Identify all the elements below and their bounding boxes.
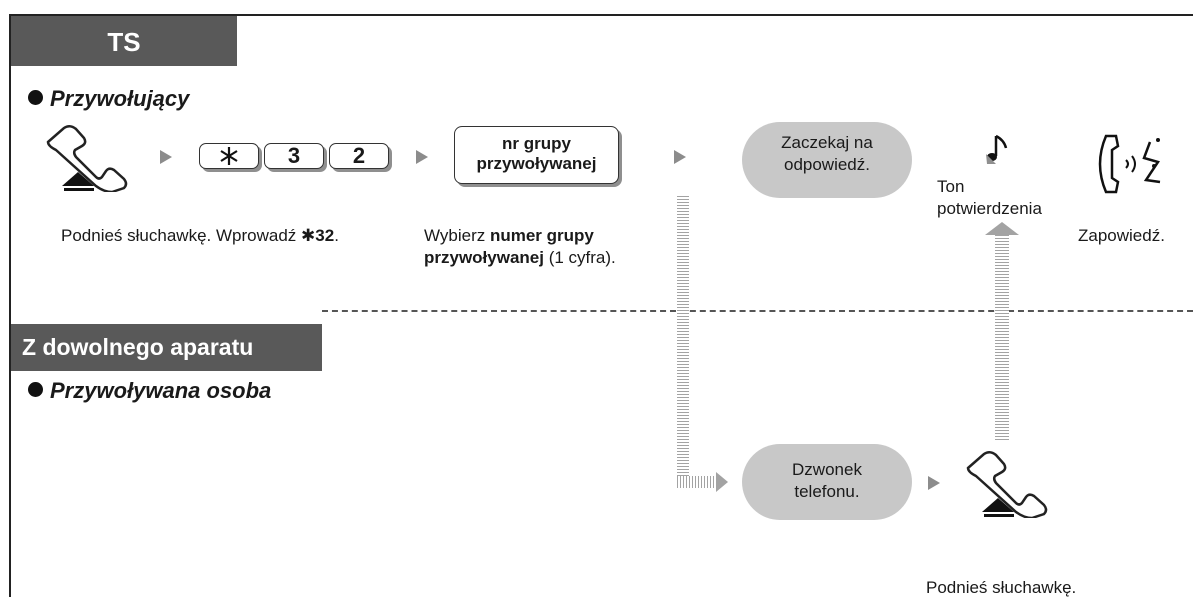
speaking-phone-icon (1098, 134, 1161, 194)
any-phone-tab: Z dowolnego aparatu (11, 324, 322, 371)
star-key (199, 143, 259, 169)
arrow-right-icon (160, 150, 172, 164)
arrow-right-icon (416, 150, 428, 164)
hatched-connector (677, 196, 689, 480)
music-note-icon (986, 134, 1008, 164)
enter-code-caption: Wprowadź ✱32. (216, 226, 339, 245)
select-group-caption: Wybierz numer grupy przywoływanej (1 cyf… (424, 226, 616, 267)
group-number-key: nr grupy przywoływanej (454, 126, 619, 184)
hatched-arrow-icon (985, 222, 1019, 235)
paged-lift-handset-caption: Podnieś słuchawkę. (926, 578, 1077, 597)
handset-offhook-icon (966, 451, 1048, 518)
paged-section-title: Przywoływana osoba (28, 378, 271, 404)
ts-tab: TS (11, 16, 237, 66)
bullet-icon (28, 90, 43, 105)
hatched-connector (677, 476, 717, 488)
arrow-right-icon (928, 476, 940, 490)
handset-offhook-icon (46, 125, 128, 192)
star-key-icon (220, 147, 238, 165)
ring-bubble: Dzwonek telefonu. (742, 444, 912, 520)
caller-section-title: Przywołujący (28, 86, 189, 112)
hatched-connector (995, 235, 1009, 440)
key-2: 2 (329, 143, 389, 169)
section-divider (322, 310, 1193, 312)
arrow-right-icon (674, 150, 686, 164)
diagram-frame (9, 14, 1193, 597)
tone-label: Ton potwierdzenia (937, 177, 1042, 218)
wait-bubble: Zaczekaj na odpowiedź. (742, 122, 912, 198)
announce-label: Zapowiedź. (1078, 226, 1165, 245)
lift-handset-caption: Podnieś słuchawkę. (61, 226, 212, 245)
bullet-icon (28, 382, 43, 397)
key-3: 3 (264, 143, 324, 169)
hatched-arrow-icon (716, 472, 728, 492)
